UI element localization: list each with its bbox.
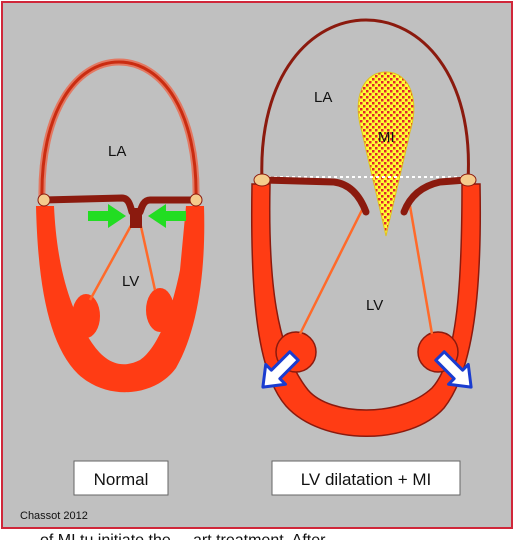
dilated-caption: LV dilatation + MI [301, 470, 432, 489]
dilated-leaflet-left [260, 176, 370, 216]
normal-closing-arrows [88, 204, 186, 228]
normal-annulus-left [37, 193, 51, 207]
normal-chorda-right [138, 221, 157, 291]
dilated-annulus-right [459, 173, 477, 187]
dilated-caption-box: LV dilatation + MI [271, 460, 461, 496]
dilated-heart: LA MI LV [250, 18, 482, 437]
dilated-ventricle-label: LV [366, 297, 383, 314]
normal-atrium-label: LA [108, 143, 126, 160]
mi-jet [357, 71, 415, 237]
blue-arrow-right-icon [434, 350, 473, 389]
green-arrow-left-icon [88, 204, 126, 228]
normal-caption-box: Normal [73, 460, 169, 496]
mi-label: MI [378, 129, 395, 146]
dilated-leaflet-right [400, 176, 470, 216]
dilated-ventricle-wall [250, 183, 482, 437]
normal-annulus-right [189, 193, 203, 207]
dilation-arrows [261, 350, 473, 389]
blue-arrow-left-icon [261, 350, 300, 389]
normal-papillary-right [146, 288, 174, 332]
credit-text: Chassot 2012 [20, 510, 88, 522]
dilated-atrium-label: LA [314, 89, 332, 106]
cut-off-caption-text: of MI tu initiate the ... art treatment.… [40, 532, 338, 540]
dilated-chorda-left [298, 209, 364, 335]
normal-papillary-left [72, 294, 100, 338]
dilated-atrium-wall [260, 18, 470, 181]
dilated-chorda-right [408, 205, 434, 335]
dilated-annulus-left [253, 173, 271, 187]
green-arrow-right-icon [148, 204, 186, 228]
normal-chorda-left [88, 221, 135, 301]
normal-caption: Normal [94, 470, 149, 489]
normal-ventricle-wall [36, 206, 205, 393]
normal-ventricle-label: LV [122, 273, 139, 290]
normal-heart: LA LV [36, 58, 205, 393]
